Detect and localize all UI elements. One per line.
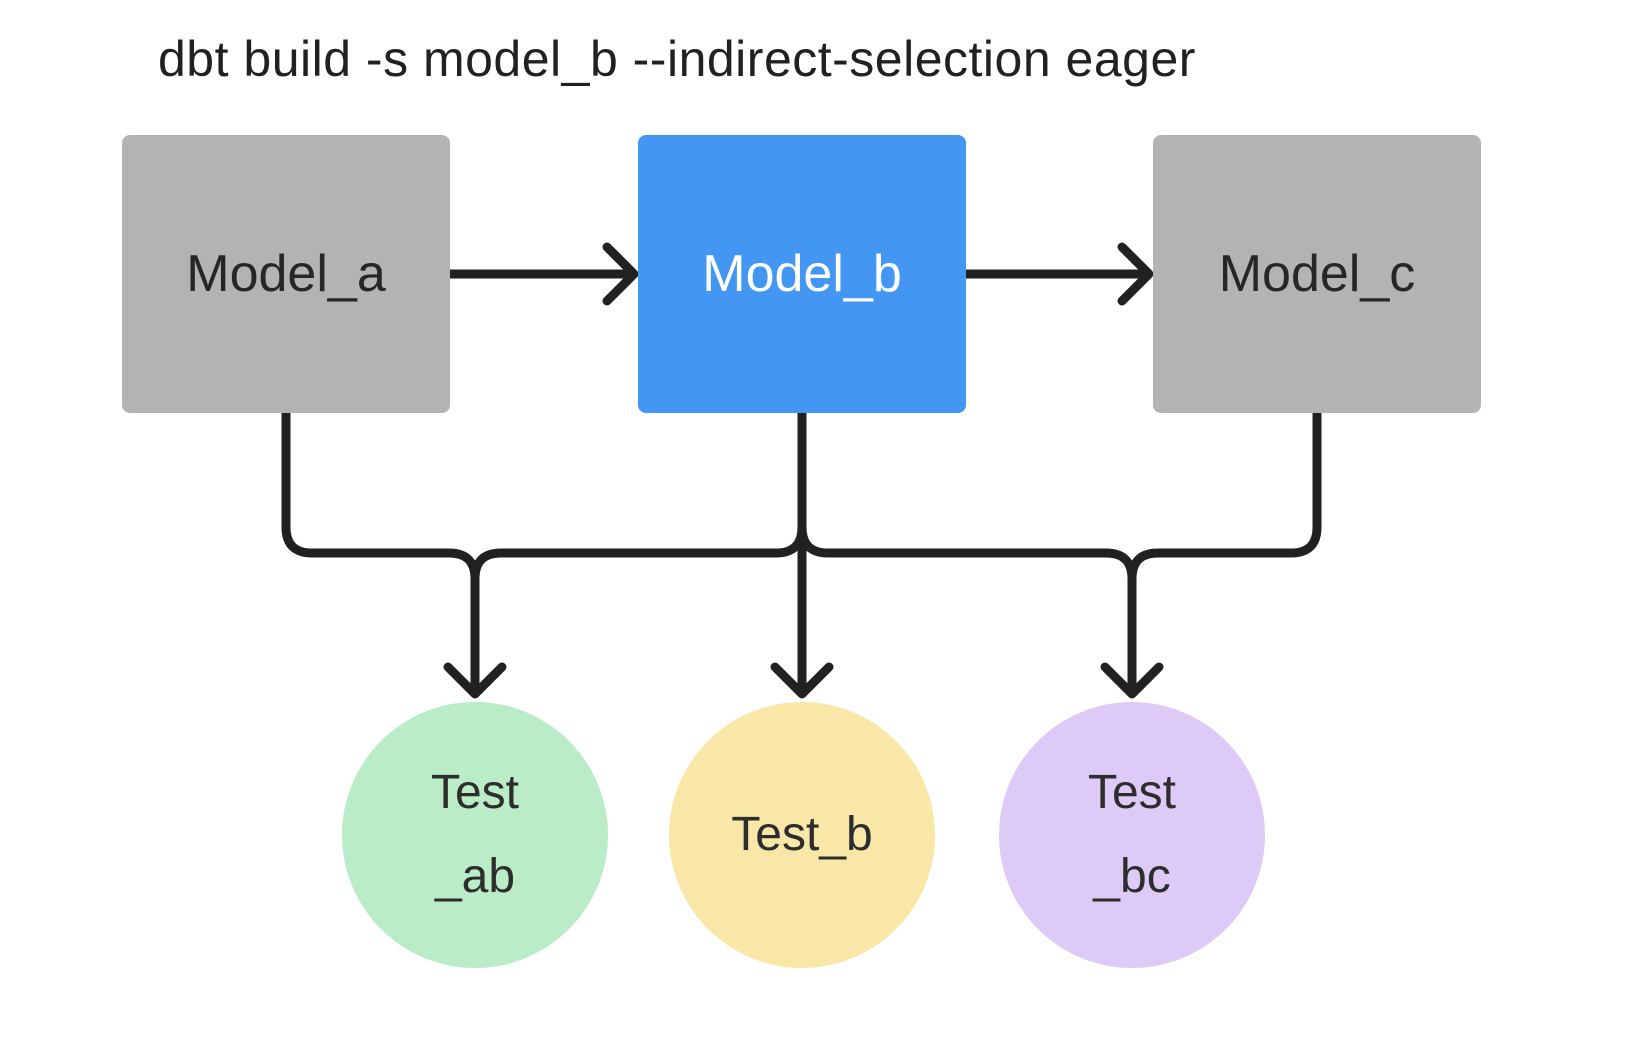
node-model-a-label: Model_a [186,245,386,303]
diagram-title: dbt build -s model_b --indirect-selectio… [158,31,1196,87]
node-test-bc-label-line1: Test [1087,766,1177,819]
node-model-c: Model_c [1153,135,1481,413]
node-test-ab-label-line1: Test [430,766,520,819]
node-test-bc-label-line2: _bc [1093,850,1171,903]
node-model-b: Model_b [638,135,966,413]
arrowhead-model-b-icon [602,242,639,306]
node-model-b-label: Model_b [702,245,902,303]
edge-model-c-test-bc [1127,408,1322,698]
edge-model-b-test-bc [797,408,1137,698]
node-test-b-label-line1: Test_b [731,808,873,861]
node-model-c-label: Model_c [1218,245,1416,303]
node-model-a: Model_a [122,135,450,413]
node-test-bc: Test _bc [999,702,1265,968]
arrowhead-test-b-icon [770,662,834,699]
node-test-ab-label-line2: _ab [434,850,516,903]
arrowhead-model-c-icon [1117,242,1154,306]
node-test-ab: Test _ab [342,702,608,968]
node-test-b: Test_b [669,702,935,968]
arrowhead-test-ab-icon [443,662,507,699]
edge-model-b-test-ab [470,408,807,698]
arrowhead-test-bc-icon [1100,662,1164,699]
edge-model-a-test-ab [281,408,480,698]
